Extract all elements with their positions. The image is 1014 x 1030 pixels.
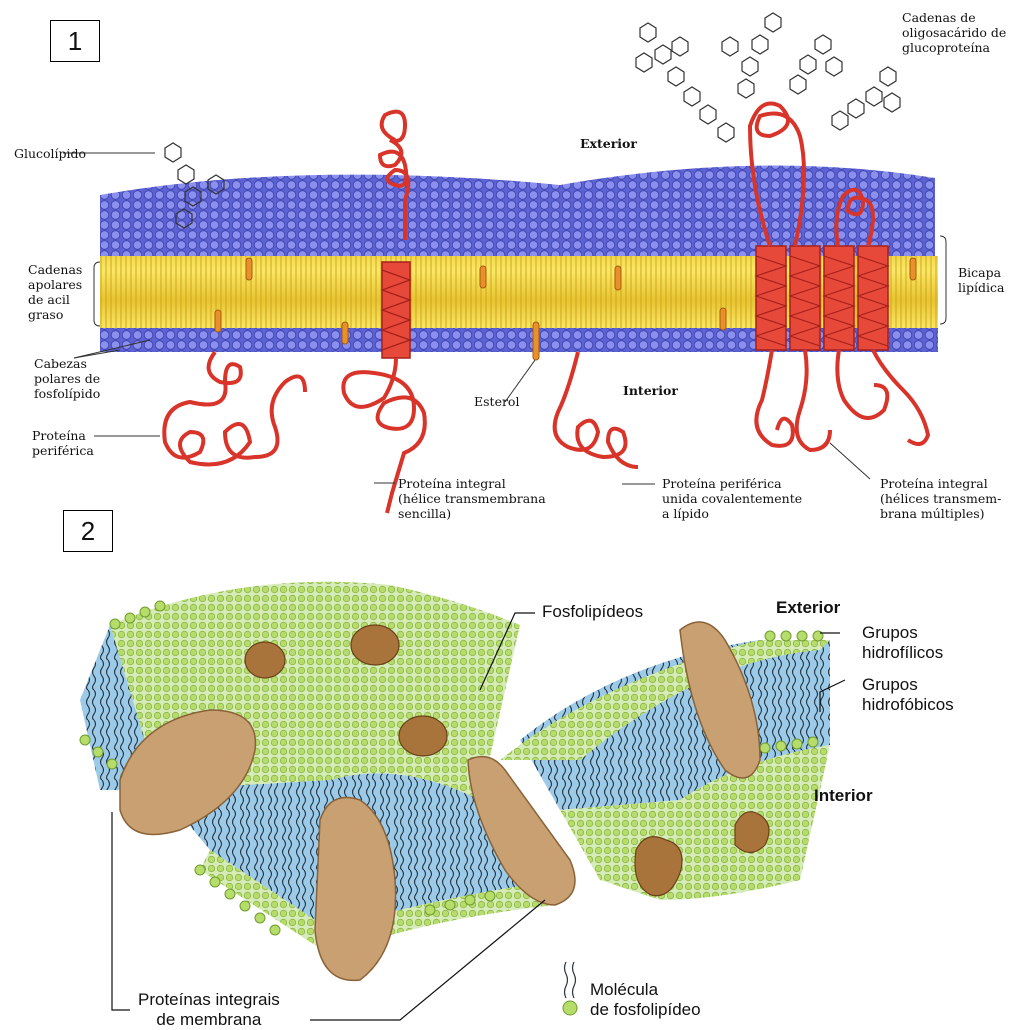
label-exterior: Exterior [580,136,637,151]
label-oligosaccharide-chains: Cadenas de oligosacárido de glucoproteín… [902,10,1006,55]
phospholipid-legend-icon [563,962,577,1015]
label-hydrophilic-groups: Grupos hidrofílicos [862,623,943,663]
peripheral-protein-left [164,352,305,465]
label-sterol: Esterol [474,394,519,409]
label-peripheral-protein: Proteína periférica [32,428,94,458]
label-lipid-bilayer: Bicapa lipídica [958,265,1004,295]
label-integral-protein-single: Proteína integral (hélice transmembrana … [398,476,546,521]
oligosaccharide-chains [636,13,900,142]
label-phospholipid-molecule: Molécula de fosfolipídeo [590,980,701,1020]
label-exterior-2: Exterior [776,598,840,618]
label-interior-2: Interior [814,786,873,806]
panel-number-2: 2 [63,510,113,552]
membrane-top-heads [100,166,935,258]
peripheral-protein-lipid [555,352,638,467]
label-integral-protein-multiple: Proteína integral (hélices transmem- bra… [880,476,1001,521]
label-hydrophobic-groups: Grupos hidrofóbicos [862,675,954,715]
label-glycolipid: Glucolípido [14,146,86,161]
label-integral-membrane-proteins: Proteínas integrais de membrana [138,990,280,1030]
label-interior: Interior [623,383,678,398]
panel-number-1: 1 [50,20,100,62]
label-fatty-acyl-chains: Cadenas apolares de acil graso [28,262,82,322]
label-polar-heads: Cabezas polares de fosfolípido [34,356,100,401]
label-phospholipids: Fosfolipídeos [542,602,643,622]
label-peripheral-protein-lipid: Proteína periférica unida covalentemente… [662,476,802,521]
